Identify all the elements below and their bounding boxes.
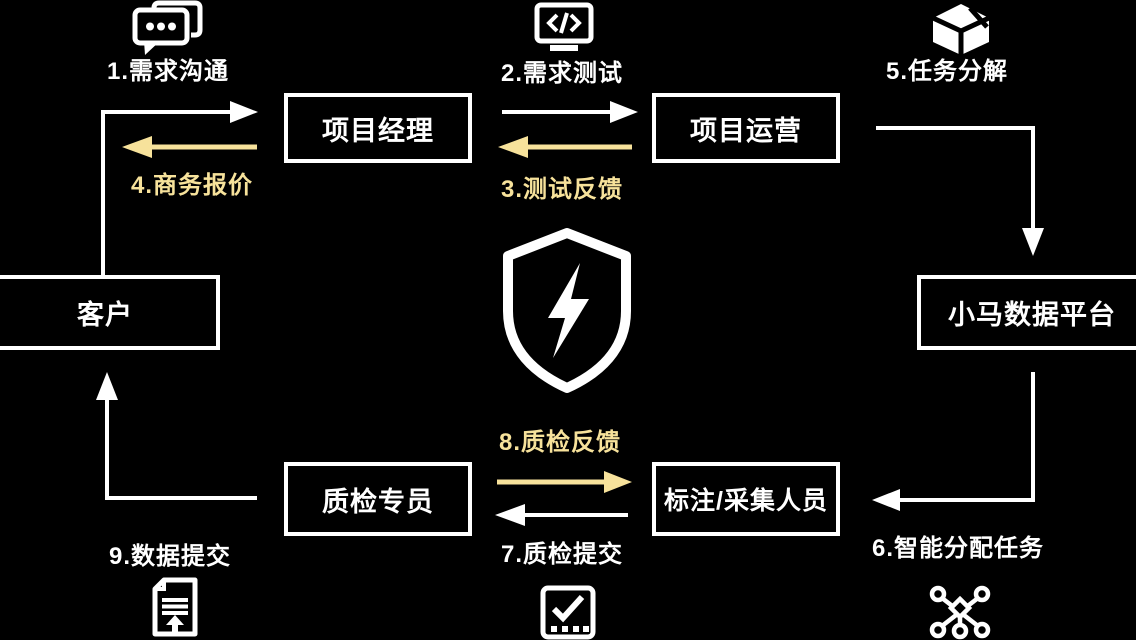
node-customer-label: 客户 xyxy=(77,300,133,330)
node-data-platform: 小马数据平台 xyxy=(917,275,1136,350)
shield-lightning-icon xyxy=(496,227,638,400)
arrow-9-data-submit xyxy=(96,372,257,500)
step-8-label: 8.质检反馈 xyxy=(499,429,622,456)
cube-icon xyxy=(928,2,994,61)
node-project-operations-label: 项目运营 xyxy=(690,115,802,146)
arrow-7-qc-submit xyxy=(495,504,628,526)
step-7-label: 7.质检提交 xyxy=(501,541,624,568)
node-project-manager: 项目经理 xyxy=(284,93,472,163)
chat-bubbles-icon xyxy=(130,0,206,61)
arrow-6-smart-assign xyxy=(872,372,1035,511)
step-2-label: 2.需求测试 xyxy=(501,60,624,87)
step-5-label: 5.任务分解 xyxy=(886,58,1009,85)
checklist-icon xyxy=(540,585,596,640)
step-9-label: 9.数据提交 xyxy=(109,543,232,570)
arrow-5-task-breakdown xyxy=(876,126,1044,256)
step-6-label: 6.智能分配任务 xyxy=(872,535,1045,562)
node-customer: 客户 xyxy=(0,275,220,350)
code-screen-icon xyxy=(534,2,594,57)
node-qc-specialist-label: 质检专员 xyxy=(322,486,434,517)
node-project-manager-label: 项目经理 xyxy=(322,115,434,146)
node-annotation-staff: 标注/采集人员 xyxy=(652,462,840,536)
node-data-platform-label: 小马数据平台 xyxy=(948,300,1116,330)
arrow-2-requirement-test xyxy=(502,101,638,123)
step-4-label: 4.商务报价 xyxy=(131,172,254,199)
node-project-operations: 项目运营 xyxy=(652,93,840,163)
arrow-3-test-feedback xyxy=(498,136,632,158)
step-3-label: 3.测试反馈 xyxy=(501,176,624,203)
arrow-4-business-quote xyxy=(122,136,257,158)
document-upload-icon xyxy=(147,577,203,640)
node-qc-specialist: 质检专员 xyxy=(284,462,472,536)
step-1-label: 1.需求沟通 xyxy=(107,58,230,85)
network-nodes-icon xyxy=(929,585,991,640)
node-annotation-staff-label: 标注/采集人员 xyxy=(664,487,828,515)
arrow-8-qc-feedback xyxy=(497,471,632,493)
